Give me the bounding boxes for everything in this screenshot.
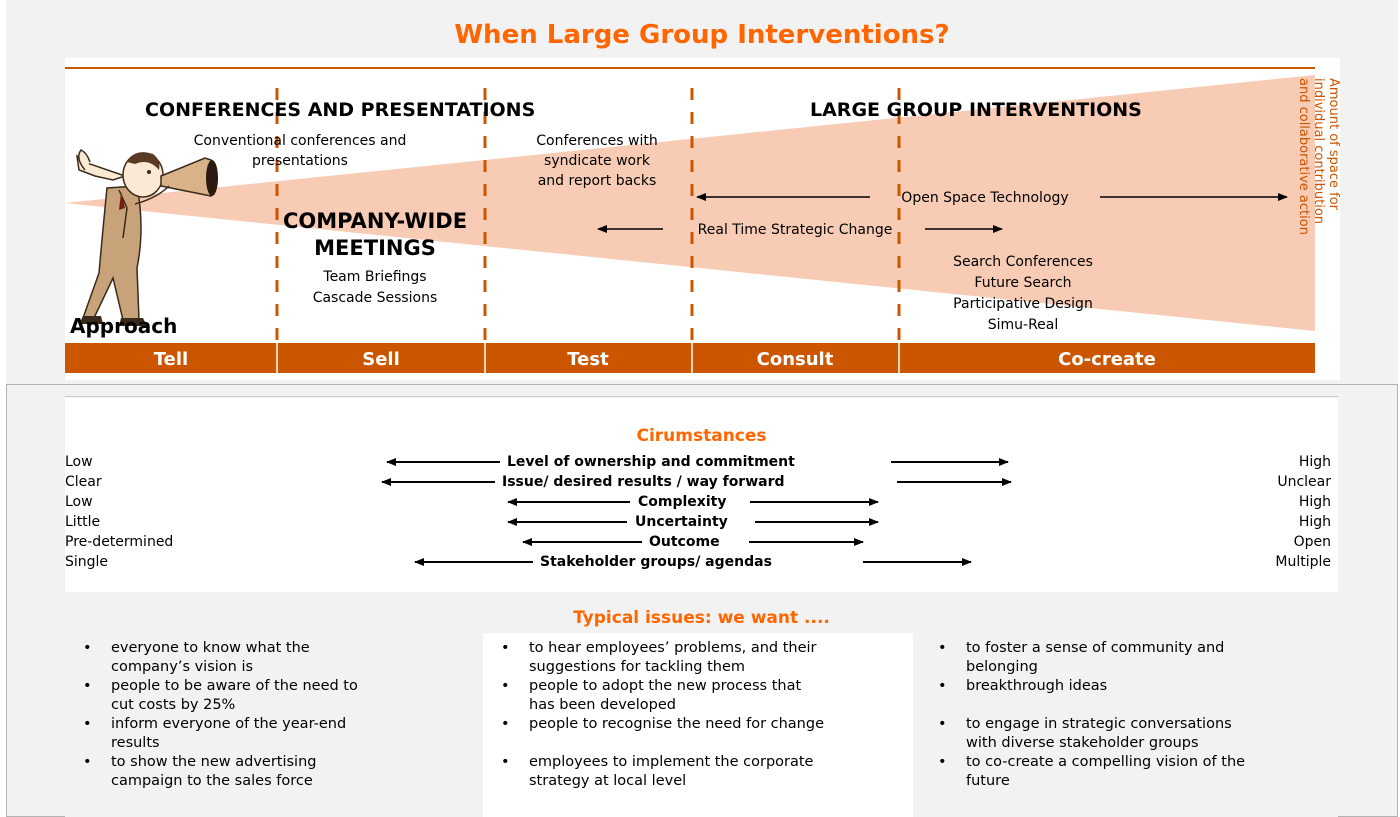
method-simu-real: Simu-Real xyxy=(988,317,1059,333)
company-wide-line-2: MEETINGS xyxy=(314,236,436,260)
space-wedge xyxy=(65,75,1315,331)
stage-band: Tell Sell Test Consult Co-create xyxy=(65,343,1315,373)
circumstance-row: Single Stakeholder groups/ agendas Multi… xyxy=(65,554,1338,574)
circumstance-row: Low Complexity High xyxy=(65,494,1338,514)
circumstances-band xyxy=(65,398,1338,592)
issue-item: •people to recognise the need for change xyxy=(501,716,824,732)
circumstance-label: Uncertainty xyxy=(635,514,728,530)
circumstance-row: Clear Issue/ desired results / way forwa… xyxy=(65,474,1338,494)
circumstance-arrows xyxy=(414,558,972,566)
band-consult: Consult xyxy=(757,349,834,370)
circumstance-arrows xyxy=(381,478,1012,486)
circumstance-label: Outcome xyxy=(649,534,720,550)
axis-note-line-1: Amount of space for xyxy=(1326,78,1340,211)
man-with-megaphone-icon xyxy=(76,149,218,326)
stage-dividers xyxy=(275,88,901,343)
circumstance-high: High xyxy=(1298,514,1331,530)
page-title: When Large Group Interventions? xyxy=(454,20,950,50)
issue-item: •breakthrough ideas xyxy=(938,678,1108,694)
band-co-create: Co-create xyxy=(1058,349,1156,370)
circumstance-high: High xyxy=(1298,494,1331,510)
method-search-conferences: Search Conferences xyxy=(953,254,1093,270)
circumstance-arrows xyxy=(507,518,879,526)
band-sell: Sell xyxy=(362,349,400,370)
conventional-line-1: Conventional conferences and xyxy=(194,133,407,149)
circumstance-low: Low xyxy=(65,454,93,470)
section-rule xyxy=(65,396,1338,397)
circumstances-title: Cirumstances xyxy=(636,426,767,446)
axis-note-line-3: and collaborative action xyxy=(1296,78,1311,235)
typical-issues-panel: Typical issues: we want .... •everyone t… xyxy=(65,603,1338,817)
circumstance-low: Single xyxy=(65,554,109,570)
approach-label: Approach xyxy=(70,314,177,338)
circumstance-high: Unclear xyxy=(1277,474,1331,490)
circumstance-low: Low xyxy=(65,494,93,510)
conventional-line-2: presentations xyxy=(252,153,348,169)
typical-issues-title: Typical issues: we want .... xyxy=(573,608,830,628)
circumstance-low: Clear xyxy=(65,474,102,490)
issue-item: •to co-create a compelling vision of the… xyxy=(938,754,1246,789)
circumstance-low: Pre-determined xyxy=(65,534,174,550)
method-future-search: Future Search xyxy=(974,275,1071,291)
circumstance-row: Low Level of ownership and commitment Hi… xyxy=(65,454,1338,474)
circumstance-label: Level of ownership and commitment xyxy=(507,454,795,470)
syndicate-line-1: Conferences with xyxy=(536,133,657,149)
real-time-label: Real Time Strategic Change xyxy=(698,222,893,238)
team-briefings: Team Briefings xyxy=(322,269,426,285)
circumstance-high: High xyxy=(1298,454,1331,470)
method-participative-design: Participative Design xyxy=(953,296,1093,312)
circumstance-low: Little xyxy=(65,514,101,530)
band-tell: Tell xyxy=(154,349,188,370)
circumstance-high: Multiple xyxy=(1275,554,1331,570)
circumstance-arrows xyxy=(522,538,864,546)
axis-note-line-2: individual contribution xyxy=(1311,78,1326,224)
open-space-label: Open Space Technology xyxy=(901,190,1068,206)
circumstance-label: Stakeholder groups/ agendas xyxy=(540,554,772,570)
circumstance-arrows xyxy=(386,458,1009,466)
circumstance-label: Issue/ desired results / way forward xyxy=(502,474,785,490)
circumstance-label: Complexity xyxy=(638,494,727,510)
circumstance-row: Pre-determined Outcome Open xyxy=(65,534,1338,554)
approach-diagram: CONFERENCES AND PRESENTATIONS LARGE GROU… xyxy=(65,58,1340,380)
company-wide-line-1: COMPANY-WIDE xyxy=(283,209,467,233)
circumstance-arrows xyxy=(507,498,879,506)
syndicate-line-2: syndicate work xyxy=(544,153,651,169)
circumstance-row: Little Uncertainty High xyxy=(65,514,1338,534)
syndicate-line-3: and report backs xyxy=(538,173,657,189)
stage-band-background xyxy=(65,343,1315,373)
heading-large-group: LARGE GROUP INTERVENTIONS xyxy=(810,99,1142,121)
band-test: Test xyxy=(567,349,609,370)
heading-conferences: CONFERENCES AND PRESENTATIONS xyxy=(145,99,535,121)
circumstance-high: Open xyxy=(1293,534,1331,550)
circumstances-panel: Cirumstances Low Level of ownership and … xyxy=(65,396,1338,596)
cascade-sessions: Cascade Sessions xyxy=(313,290,438,306)
